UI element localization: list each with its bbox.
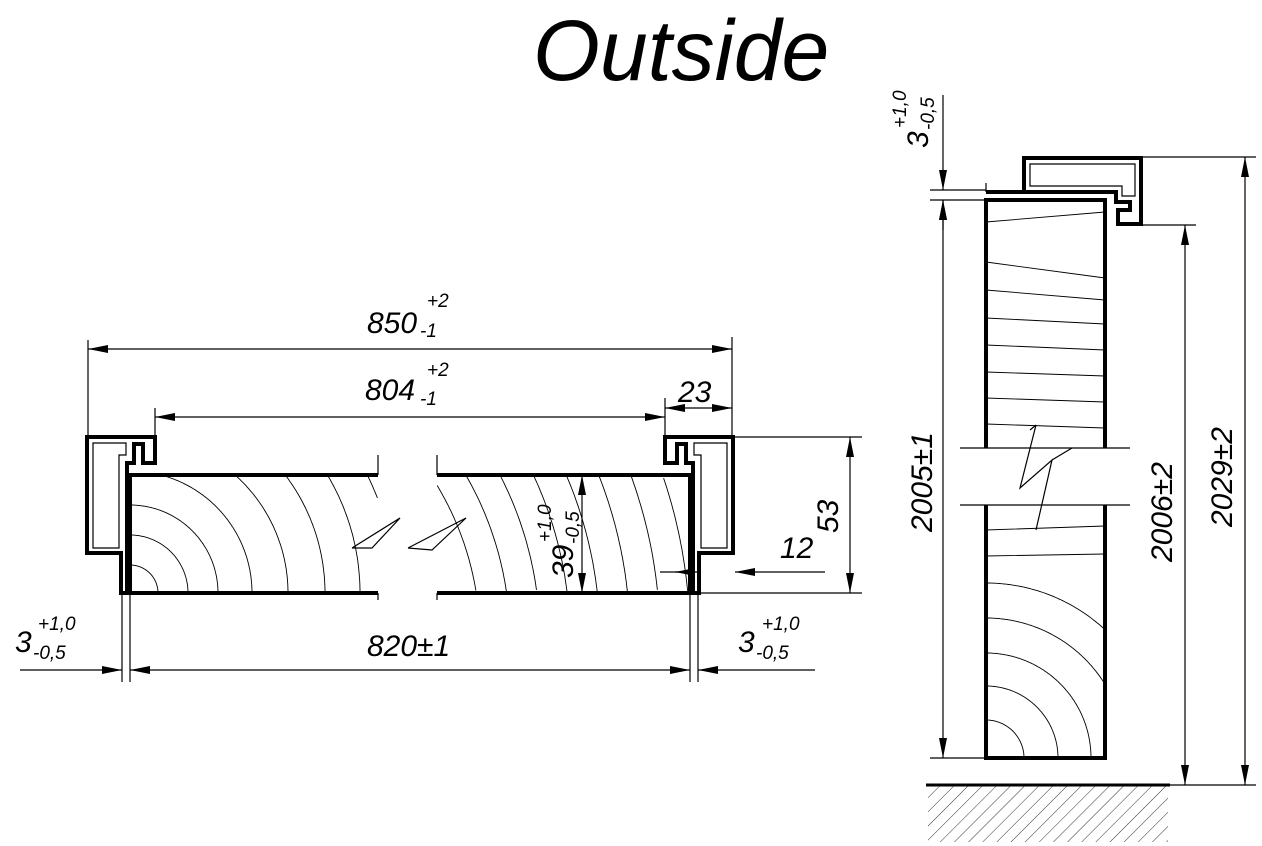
grain-line	[436, 485, 477, 591]
tol-upper: +2	[427, 360, 449, 381]
grain-line	[986, 582, 1105, 630]
grain-line	[500, 476, 537, 590]
dim-frame-depth: 53	[812, 499, 845, 533]
grain-line	[533, 475, 568, 593]
dim-leaf-thickness: 39	[547, 544, 580, 578]
grain-line	[986, 719, 1025, 758]
grain-line	[566, 475, 598, 593]
grain-line	[367, 476, 378, 499]
grain-line	[663, 478, 689, 592]
grain-line	[130, 564, 159, 593]
tol-upper: +1,0	[762, 614, 800, 635]
dim-top-gap: 3	[902, 131, 935, 148]
grain-line	[327, 476, 361, 593]
tol-upper: +1,0	[38, 614, 76, 635]
wood-grain-lower	[985, 525, 1106, 758]
grain-line	[465, 474, 507, 592]
frame-profile-right	[663, 435, 735, 595]
wood-grain-upper	[985, 211, 1106, 429]
dim-opening-width: 820±1	[367, 630, 450, 663]
grain-line	[161, 474, 253, 593]
tol-lower: -1	[420, 389, 437, 410]
frame-profile-top	[985, 156, 1143, 226]
grain-line	[986, 617, 1106, 685]
dim-opening-height: 2006±2	[1146, 462, 1179, 563]
tol-lower: -0,5	[918, 97, 939, 130]
dim-leaf-height: 2005±1	[906, 432, 939, 533]
floor-hatch	[928, 786, 1168, 842]
grain-line	[130, 534, 189, 593]
section-view: 3 +1,0 -0,5 2005±1 2006±2 2029±2	[890, 90, 1256, 842]
grain-line	[598, 474, 628, 594]
grain-line	[986, 685, 1059, 758]
wood-grain-right	[436, 474, 689, 594]
wood-grain-left	[130, 474, 378, 593]
dim-frame-width: 23	[677, 376, 712, 409]
drawing-title: Outside	[533, 3, 829, 99]
plan-view: 850 +2 -1 804 +2 -1 23 39 +1,0 -0,5 53 1…	[15, 291, 862, 682]
frame-profile-left	[85, 435, 157, 595]
tol-upper: +2	[427, 291, 449, 312]
tol-lower: -0,5	[33, 643, 66, 664]
grain-line	[986, 652, 1092, 758]
tol-lower: -1	[420, 321, 437, 342]
grain-line	[235, 475, 289, 593]
door-leaf-plan	[128, 455, 692, 600]
tol-upper: +1,0	[535, 504, 556, 542]
dim-rebate: 12	[780, 532, 814, 565]
door-leaf-section	[960, 198, 1130, 760]
tol-lower: -0,5	[563, 511, 584, 544]
dim-overall-height: 2029±2	[1206, 427, 1239, 528]
dim-leaf-width: 804	[365, 374, 415, 407]
tol-lower: -0,5	[756, 643, 789, 664]
dim-overall-width: 850	[367, 307, 417, 340]
grain-line	[130, 504, 219, 593]
dim-gap-left: 3	[15, 626, 32, 659]
grain-line	[285, 475, 326, 593]
grain-line	[630, 475, 658, 590]
tol-upper: +1,0	[890, 90, 911, 128]
dim-gap-right: 3	[738, 626, 755, 659]
